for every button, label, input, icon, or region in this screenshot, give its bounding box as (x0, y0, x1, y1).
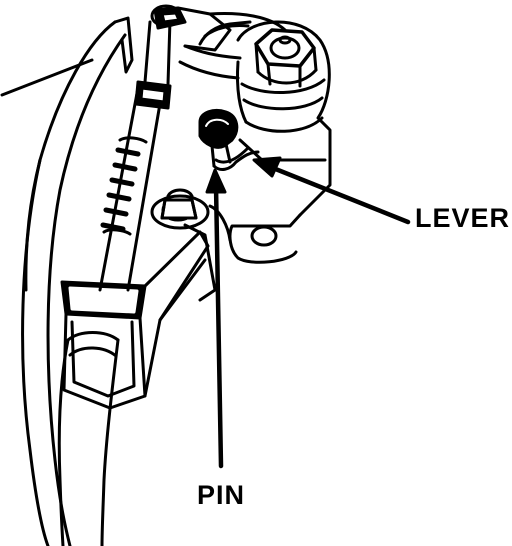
pin (198, 108, 260, 171)
pin-callout-label: PIN (197, 480, 246, 510)
cable-clamp (60, 223, 217, 410)
adjuster-nut (134, 80, 172, 110)
threaded-rod (98, 86, 164, 292)
hex-nut (254, 28, 318, 88)
lever-arm (178, 12, 287, 80)
pin-pointer-arrow (205, 168, 227, 469)
bracket-bolt (150, 188, 210, 230)
lever-callout-label: LEVER (415, 203, 511, 233)
upper-left-leader-line (0, 58, 94, 97)
lever-pointer-arrow (252, 156, 411, 225)
lower-cable (57, 331, 120, 546)
upper-linkage (143, 4, 232, 86)
